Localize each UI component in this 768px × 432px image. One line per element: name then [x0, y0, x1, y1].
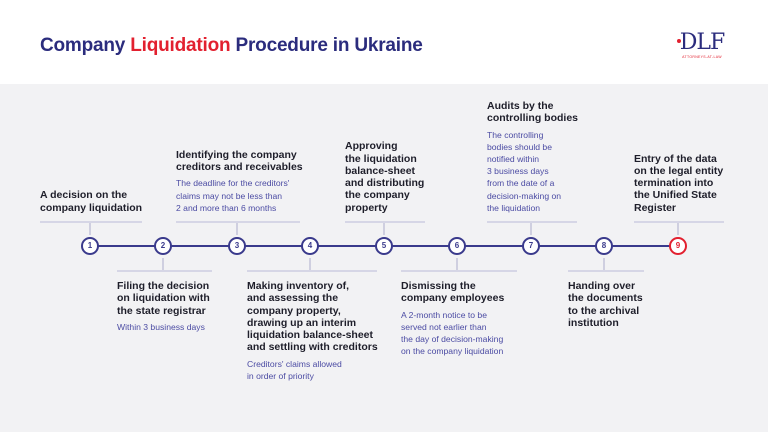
step-number-9: 9: [669, 237, 687, 255]
step-connector: [383, 223, 385, 235]
step-number-8: 8: [595, 237, 613, 255]
step-connector: [236, 223, 238, 235]
dlf-logo: DLF ATTORNEYS-AT-LAW: [672, 32, 732, 62]
step-title: A decision on the company liquidation: [40, 189, 143, 214]
step-1: A decision on the company liquidation: [40, 189, 172, 214]
step-number-4: 4: [301, 237, 319, 255]
step-separator: [176, 221, 300, 223]
step-number-3: 3: [228, 237, 246, 255]
step-title: Filing the decision on liquidation with …: [117, 280, 210, 317]
title-accent: Liquidation: [130, 35, 231, 56]
page-title: Company Liquidation Procedure in Ukraine: [40, 35, 423, 57]
title-text: Company: [40, 35, 131, 56]
step-title: Handing over the documents to the archiv…: [568, 280, 643, 329]
step-8: Handing over the documents to the archiv…: [568, 280, 674, 329]
step-connector: [89, 223, 91, 235]
step-number-6: 6: [448, 237, 466, 255]
timeline-panel: [0, 84, 768, 432]
step-number-1: 1: [81, 237, 99, 255]
step-6: Dismissing the company employees A 2-mont…: [401, 280, 547, 357]
logo-mark: DLF: [672, 32, 732, 54]
step-3: Identifying the company creditors and re…: [176, 149, 330, 214]
step-connector: [530, 223, 532, 235]
step-separator: [401, 270, 517, 272]
step-description: Creditors' claims allowed in order of pr…: [247, 358, 342, 381]
title-text-end: Procedure in Ukraine: [230, 35, 423, 56]
step-number-2: 2: [154, 237, 172, 255]
step-number-7: 7: [522, 237, 540, 255]
step-title: Audits by the controlling bodies: [487, 99, 578, 125]
step-title: Entry of the data on the legal entity te…: [634, 152, 724, 214]
step-description: Within 3 business days: [117, 321, 205, 332]
step-separator: [568, 270, 644, 272]
step-5: Approving the liquidation balance-sheet …: [345, 140, 455, 214]
step-connector: [677, 223, 679, 235]
step-number-5: 5: [375, 237, 393, 255]
step-description: The controlling bodies should be notifie…: [487, 129, 562, 213]
step-description: The deadline for the creditors' claims m…: [176, 178, 290, 213]
step-connector: [162, 258, 164, 270]
step-separator: [634, 221, 724, 223]
header: Company Liquidation Procedure in Ukraine…: [0, 0, 768, 84]
step-2: Filing the decision on liquidation with …: [117, 280, 242, 333]
logo-subtitle: ATTORNEYS-AT-LAW: [682, 55, 722, 59]
step-4: Making inventory of, and assessing the c…: [247, 280, 407, 382]
step-separator: [117, 270, 212, 272]
step-title: Identifying the company creditors and re…: [176, 148, 303, 174]
step-description: A 2-month notice to be served not earlie…: [401, 309, 504, 357]
step-separator: [247, 270, 377, 272]
step-separator: [345, 221, 425, 223]
step-connector: [309, 258, 311, 270]
step-title: Approving the liquidation balance-sheet …: [345, 140, 425, 214]
step-separator: [487, 221, 577, 223]
step-connector: [603, 258, 605, 270]
step-title: Making inventory of, and assessing the c…: [247, 280, 378, 354]
step-title: Dismissing the company employees: [401, 280, 505, 305]
step-9: Entry of the data on the legal entity te…: [634, 153, 754, 214]
step-connector: [456, 258, 458, 270]
step-separator: [40, 221, 142, 223]
